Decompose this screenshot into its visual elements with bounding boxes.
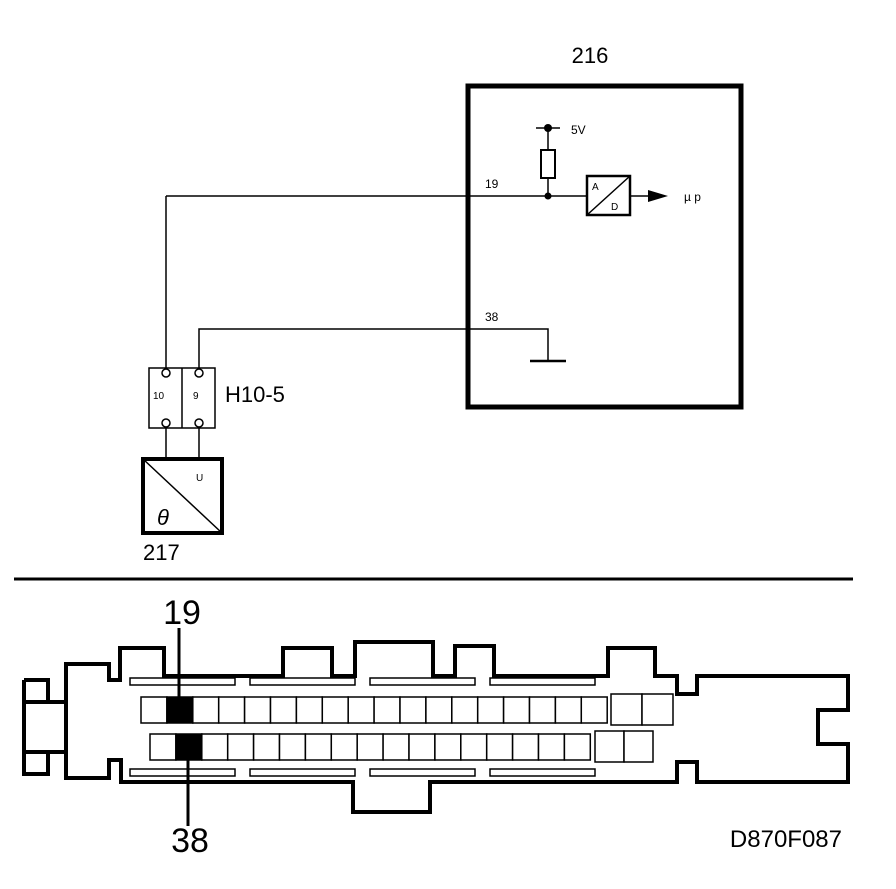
- output-arrow-icon: [648, 190, 668, 202]
- callout-19-label: 19: [163, 594, 201, 632]
- pin-cavity: [321, 696, 349, 724]
- sensor-output-label: U: [196, 473, 203, 484]
- pin-cavity: [356, 733, 384, 761]
- pin-cavity-large: [623, 730, 654, 763]
- connector-face-view: 19 38: [22, 594, 850, 860]
- ad-converter-output-label: D: [611, 202, 618, 213]
- pin-cavity: [563, 733, 592, 761]
- key-rail-top-2: [249, 677, 356, 686]
- key-rail-bottom-1: [129, 768, 236, 777]
- pin-cavity: [554, 696, 583, 724]
- ad-converter-divider: [586, 175, 631, 216]
- pin-cavity: [243, 696, 272, 724]
- pin-cavity: [408, 733, 436, 761]
- callout-38-label: 38: [171, 822, 209, 860]
- pin-cavity: [537, 733, 566, 761]
- supply-voltage-label: 5V: [571, 123, 586, 137]
- connector-housing: [64, 640, 850, 814]
- connector-latch: [22, 678, 66, 776]
- key-rail-bottom-2: [249, 768, 356, 777]
- pin-cavity: [485, 733, 514, 761]
- pin-cavity: [425, 696, 453, 724]
- pin-cavity: [382, 733, 410, 761]
- pin-cavity: [580, 696, 608, 724]
- pin-cavity-large: [594, 730, 625, 763]
- pin-cavity: [140, 696, 168, 724]
- pin-cavity: [373, 696, 401, 724]
- pin-cavity: [399, 696, 427, 724]
- control-module-label: 216: [572, 43, 609, 68]
- pin-38-label: 38: [485, 310, 499, 324]
- sensor-box: [141, 457, 224, 535]
- connector-pin-10-top: [161, 368, 171, 378]
- pin-row-top: [140, 693, 674, 726]
- key-rail-bottom-4: [489, 768, 596, 777]
- pin-cavity: [304, 733, 333, 761]
- pin-cavity-large: [641, 693, 674, 726]
- connector-pin-10-bottom: [161, 418, 171, 428]
- pin-cavity: [511, 733, 540, 761]
- pin-cavity: [476, 696, 505, 724]
- key-rail-bottom-3: [369, 768, 476, 777]
- pin-row-bottom: [149, 730, 654, 763]
- microprocessor-label: µ p: [684, 190, 701, 204]
- pin-cavity: [434, 733, 462, 761]
- ad-converter-input-label: A: [592, 182, 599, 193]
- control-module-box: [465, 83, 744, 410]
- sensor-theta-symbol: θ: [157, 505, 169, 530]
- pin-cavity: [192, 696, 220, 724]
- temperature-sensor-217: U θ 217: [141, 457, 224, 565]
- connector-label: H10-5: [225, 382, 285, 407]
- pin-cavity: [278, 733, 307, 761]
- pin-cavity: [330, 733, 358, 761]
- connector-pin-9-label: 9: [193, 391, 199, 402]
- pin-cavity-large: [610, 693, 643, 726]
- pin-cavity: [460, 733, 488, 761]
- ground-wire: [198, 328, 549, 370]
- sensor-label: 217: [143, 540, 180, 565]
- pin-cavity: [217, 696, 246, 724]
- pin-cavity: [502, 696, 531, 724]
- connector-pin-10-label: 10: [153, 391, 165, 402]
- pin-cavity: [252, 733, 281, 761]
- pin-cavity: [528, 696, 557, 724]
- pullup-resistor: [540, 149, 556, 179]
- pin-cavity: [269, 696, 298, 724]
- key-rail-top-4: [489, 677, 596, 686]
- control-module-216: 216 5V 19 A D µ p 38: [166, 43, 744, 410]
- figure-code: D870F087: [730, 826, 842, 853]
- key-rail-top-1: [129, 677, 236, 686]
- pin-cavity: [347, 696, 375, 724]
- connector-h10-5: 10 9 H10-5: [148, 367, 285, 429]
- connector-pin-9-top: [194, 368, 204, 378]
- pin-cavity: [451, 696, 479, 724]
- pin-cavity: [201, 733, 229, 761]
- pin-cavity: [149, 733, 177, 761]
- sensor-divider: [142, 458, 223, 534]
- pin-19-label: 19: [485, 177, 499, 191]
- pin-cavity: [226, 733, 255, 761]
- key-rail-top-3: [369, 677, 476, 686]
- connector-pin-9-bottom: [194, 418, 204, 428]
- pin-cavity: [295, 696, 324, 724]
